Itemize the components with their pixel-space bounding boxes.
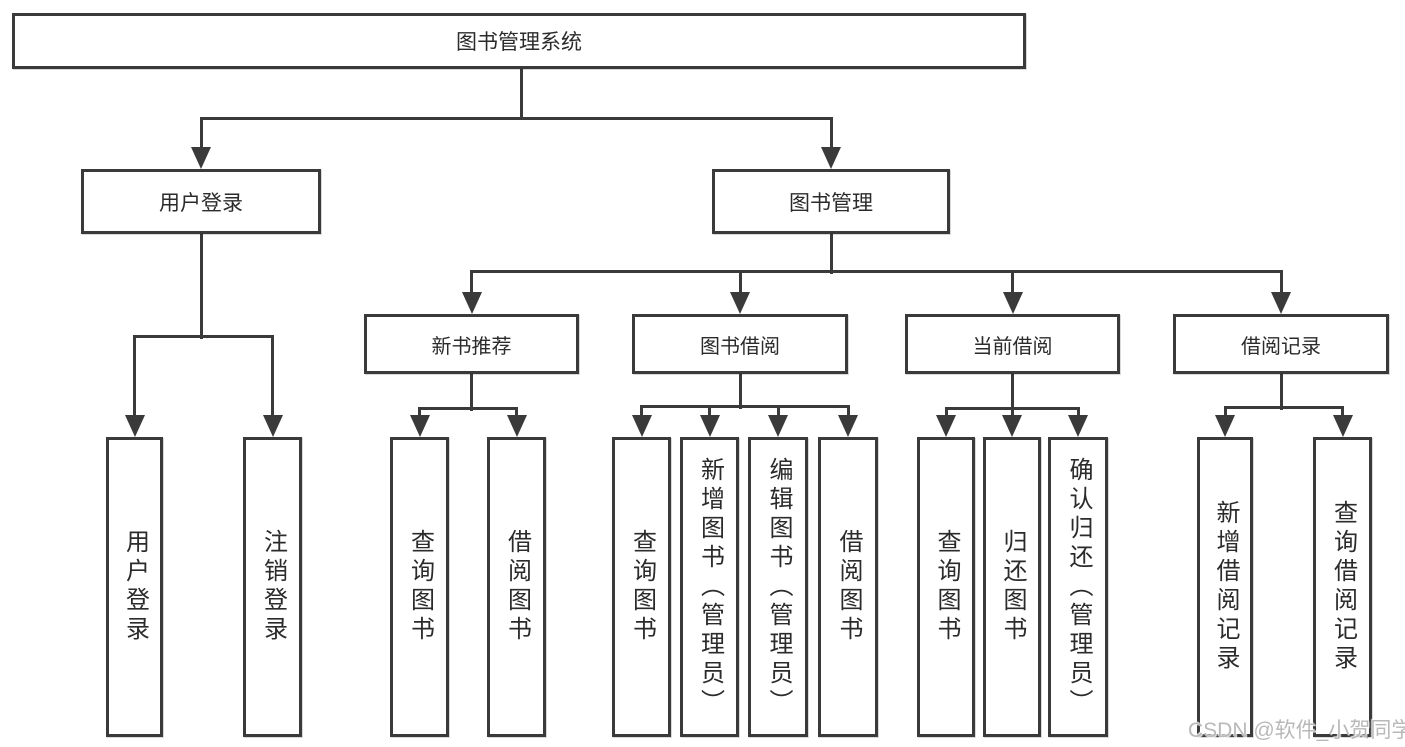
connector-line xyxy=(519,68,523,120)
connector-line xyxy=(515,408,518,415)
connector-line xyxy=(1076,408,1080,415)
node-user-login-label: 用户登录 xyxy=(159,191,243,215)
arrowhead-down-icon xyxy=(409,415,430,437)
arrowhead-down-icon xyxy=(730,292,750,314)
watermark: CSDN @软件_小贺同学 xyxy=(1188,719,1405,742)
leaf-user-login: 用户登录 xyxy=(106,437,163,737)
leaf-current-query: 查询图书 xyxy=(917,437,975,737)
leaf-user-login-label: 用户登录 xyxy=(121,529,149,645)
connector-line xyxy=(1279,271,1283,292)
connector-line xyxy=(1223,407,1227,415)
connector-line xyxy=(1011,374,1014,411)
connector-line xyxy=(1010,408,1014,415)
connector-line xyxy=(640,406,643,415)
node-book-borrow: 图书借阅 xyxy=(632,314,848,374)
arrowhead-down-icon xyxy=(191,147,211,169)
node-new-book-recommend: 新书推荐 xyxy=(364,314,579,374)
leaf-borrow-edit-admin-label: 编辑图书（管理员） xyxy=(765,456,792,718)
leaf-borrow-edit-admin: 编辑图书（管理员） xyxy=(748,437,808,737)
leaf-borrow-add-admin-label: 新增图书（管理员） xyxy=(696,456,724,718)
leaf-current-confirm-admin-label: 确认归还（管理员） xyxy=(1065,456,1092,718)
leaf-logout-label: 注销登录 xyxy=(259,529,287,645)
node-root-label: 图书管理系统 xyxy=(456,31,582,54)
arrowhead-down-icon xyxy=(768,415,788,437)
connector-line xyxy=(418,408,421,415)
arrowhead-down-icon xyxy=(838,415,858,437)
arrowhead-down-icon xyxy=(1271,292,1291,314)
node-book-management-label: 图书管理 xyxy=(789,191,873,215)
connector-line xyxy=(470,271,473,292)
connector-line xyxy=(738,271,742,292)
leaf-record-query-label: 查询借阅记录 xyxy=(1329,500,1357,674)
connector-line xyxy=(470,269,1283,273)
connector-line xyxy=(133,336,136,415)
connector-line xyxy=(829,234,833,274)
arrowhead-down-icon xyxy=(1002,415,1022,437)
arrowhead-down-icon xyxy=(936,415,956,437)
leaf-current-confirm-admin: 确认归还（管理员） xyxy=(1048,437,1108,737)
leaf-logout: 注销登录 xyxy=(243,437,302,737)
connector-line xyxy=(271,336,274,415)
node-current-borrow-label: 当前借阅 xyxy=(972,335,1053,358)
arrowhead-down-icon xyxy=(506,415,527,437)
connector-line xyxy=(199,116,833,120)
node-current-borrow: 当前借阅 xyxy=(905,314,1120,374)
connector-line xyxy=(640,404,850,408)
connector-line xyxy=(199,118,203,147)
leaf-current-query-label: 查询图书 xyxy=(933,529,960,645)
arrowhead-down-icon xyxy=(699,415,720,437)
connector-line xyxy=(708,406,711,415)
leaf-borrow-add-admin: 新增图书（管理员） xyxy=(680,437,739,737)
arrowhead-down-icon xyxy=(1068,415,1088,437)
arrowhead-down-icon xyxy=(124,415,145,437)
connector-line xyxy=(1223,405,1344,409)
leaf-borrow-borrow-label: 借阅图书 xyxy=(835,529,862,645)
leaf-record-add: 新增借阅记录 xyxy=(1197,437,1253,737)
node-root: 图书管理系统 xyxy=(12,13,1026,69)
leaf-newbook-borrow-label: 借阅图书 xyxy=(503,529,531,645)
connector-line xyxy=(776,406,780,415)
leaf-borrow-query: 查询图书 xyxy=(612,437,671,737)
leaf-record-query: 查询借阅记录 xyxy=(1313,437,1372,737)
connector-line xyxy=(1341,407,1344,415)
connector-line xyxy=(133,334,274,338)
connector-line xyxy=(418,406,518,410)
connector-line xyxy=(829,118,833,147)
node-user-login: 用户登录 xyxy=(81,169,321,234)
connector-line xyxy=(944,408,948,415)
connector-line xyxy=(1011,271,1014,292)
arrowhead-down-icon xyxy=(1332,415,1353,437)
arrowhead-down-icon xyxy=(461,292,482,314)
node-new-book-recommend-label: 新书推荐 xyxy=(431,335,512,358)
arrowhead-down-icon xyxy=(631,415,652,437)
connector-line xyxy=(470,374,473,411)
node-book-management: 图书管理 xyxy=(712,169,950,234)
node-book-borrow-label: 图书借阅 xyxy=(700,335,780,358)
arrowhead-down-icon xyxy=(821,147,841,169)
leaf-current-return: 归还图书 xyxy=(983,437,1041,737)
connector-line xyxy=(846,406,850,415)
leaf-newbook-borrow: 借阅图书 xyxy=(487,437,546,737)
connector-line xyxy=(199,234,203,339)
leaf-newbook-query-label: 查询图书 xyxy=(406,529,434,645)
connector-line xyxy=(738,374,742,409)
leaf-newbook-query: 查询图书 xyxy=(390,437,449,737)
node-borrow-records-label: 借阅记录 xyxy=(1241,335,1321,358)
connector-line xyxy=(1279,374,1283,410)
arrowhead-down-icon xyxy=(1002,292,1023,314)
leaf-borrow-borrow: 借阅图书 xyxy=(818,437,878,737)
arrowhead-down-icon xyxy=(262,415,283,437)
leaf-current-return-label: 归还图书 xyxy=(999,529,1026,645)
node-borrow-records: 借阅记录 xyxy=(1173,314,1389,374)
arrowhead-down-icon xyxy=(1215,415,1235,437)
leaf-record-add-label: 新增借阅记录 xyxy=(1212,500,1239,674)
leaf-borrow-query-label: 查询图书 xyxy=(628,529,656,645)
